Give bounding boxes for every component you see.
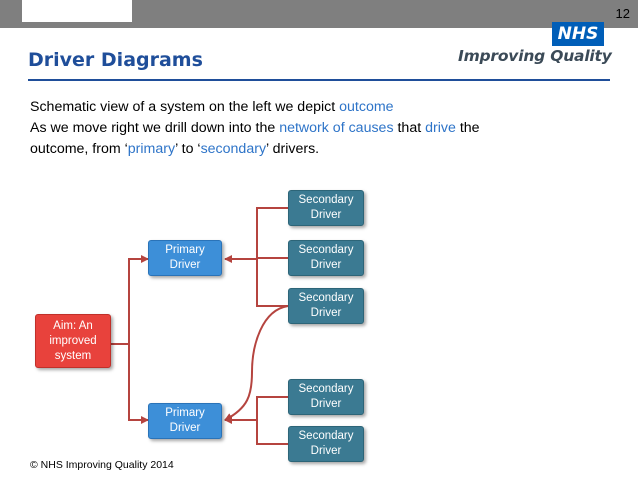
top-bar-tab xyxy=(22,0,132,22)
nhs-logo: NHS xyxy=(552,22,604,46)
connector-aim-primary-2 xyxy=(128,344,149,424)
page-number: 12 xyxy=(615,6,630,21)
body-line-2: As we move right we drill down into the … xyxy=(30,120,480,136)
connector-aim-primary-1 xyxy=(111,255,149,345)
connector-primary1-secondary1 xyxy=(224,207,288,263)
title-divider xyxy=(28,79,610,81)
top-bar xyxy=(0,0,638,28)
aim-box: Aim: An improved system xyxy=(35,314,111,368)
body-text: Schematic view of a system on the left w… xyxy=(30,97,590,160)
highlight-primary: primary xyxy=(127,141,176,157)
brand-text: Improving Quality xyxy=(458,47,612,65)
copyright-footer: © NHS Improving Quality 2014 xyxy=(30,459,174,471)
connector-primary1-secondary3 xyxy=(256,259,288,307)
highlight-secondary: secondary xyxy=(200,141,267,157)
highlight-network-of-causes: network of causes xyxy=(279,120,394,136)
highlight-outcome: outcome xyxy=(339,99,394,115)
connector-primary2-secondary5 xyxy=(256,420,288,445)
body-line-3: outcome, from ‘primary’ to ‘secondary’ d… xyxy=(30,141,320,157)
connector-primary2-secondary4 xyxy=(224,396,288,424)
connector-secondary3-primary2 xyxy=(224,305,289,421)
highlight-drive: drive xyxy=(425,120,456,136)
slide-title: Driver Diagrams xyxy=(28,49,203,71)
body-line-1: Schematic view of a system on the left w… xyxy=(30,99,394,115)
